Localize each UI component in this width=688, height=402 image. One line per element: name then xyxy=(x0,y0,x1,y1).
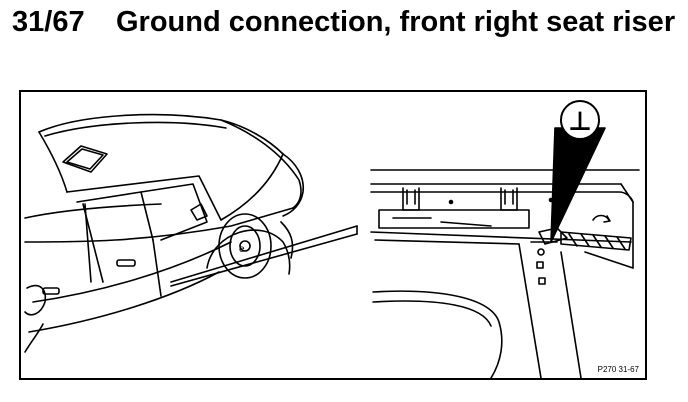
illustration: e xyxy=(24,100,640,378)
svg-text:e: e xyxy=(239,244,245,255)
ground-icon: ⊥ xyxy=(568,107,592,137)
car-drawing: e xyxy=(24,113,305,353)
section-number: 31/67 xyxy=(12,6,85,38)
detail-drawing xyxy=(370,127,640,378)
figure-code: P270 31-67 xyxy=(597,365,639,374)
page-header: 31/67 Ground connection, front right sea… xyxy=(12,2,682,82)
page-title: Ground connection, front right seat rise… xyxy=(116,6,676,38)
illustration-frame: e xyxy=(19,90,647,380)
ground-symbol-circle xyxy=(560,100,600,140)
